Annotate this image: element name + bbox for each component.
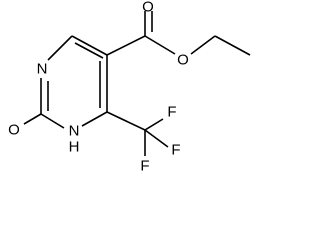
bond-c-f-top: [144, 118, 164, 131]
ester-group: [106, 11, 251, 56]
bond-c6-n3: [47, 35, 73, 61]
bond-c4-cf3: [106, 111, 146, 131]
bond-n1-c4: [81, 111, 108, 127]
atom-label-n3: N: [37, 61, 48, 78]
atom-label-o-ester: O: [177, 52, 189, 69]
trifluoromethyl-group: [106, 111, 169, 156]
bond-c2-n1: [40, 113, 65, 129]
atom-label-o-carbonyl: O: [142, 0, 154, 16]
bond-c2-o: [23, 113, 42, 125]
bond-c6-c5: [71, 35, 108, 56]
atom-label-n1: N: [69, 123, 80, 140]
atom-label-f-right: F: [171, 142, 180, 159]
bond-c5-ccarbonyl: [106, 35, 146, 56]
bond-c-o-ester: [144, 35, 176, 55]
atom-label-o-ketone: O: [8, 122, 20, 139]
pyrimidine-ring: [23, 35, 108, 129]
molecule-structure-diagram: N O N H O O F F F: [8, 0, 251, 175]
bond-ch2-ch3: [214, 35, 251, 56]
bond-o-ch2: [190, 35, 216, 55]
atom-label-h1: H: [69, 139, 80, 156]
atom-label-f-bottom: F: [140, 158, 149, 175]
atom-labels: N O N H O O F F F: [8, 0, 189, 175]
bond-c6-c5-double: [74, 42, 104, 59]
bond-c-f-right: [144, 129, 169, 148]
atom-label-f-top: F: [167, 104, 176, 121]
